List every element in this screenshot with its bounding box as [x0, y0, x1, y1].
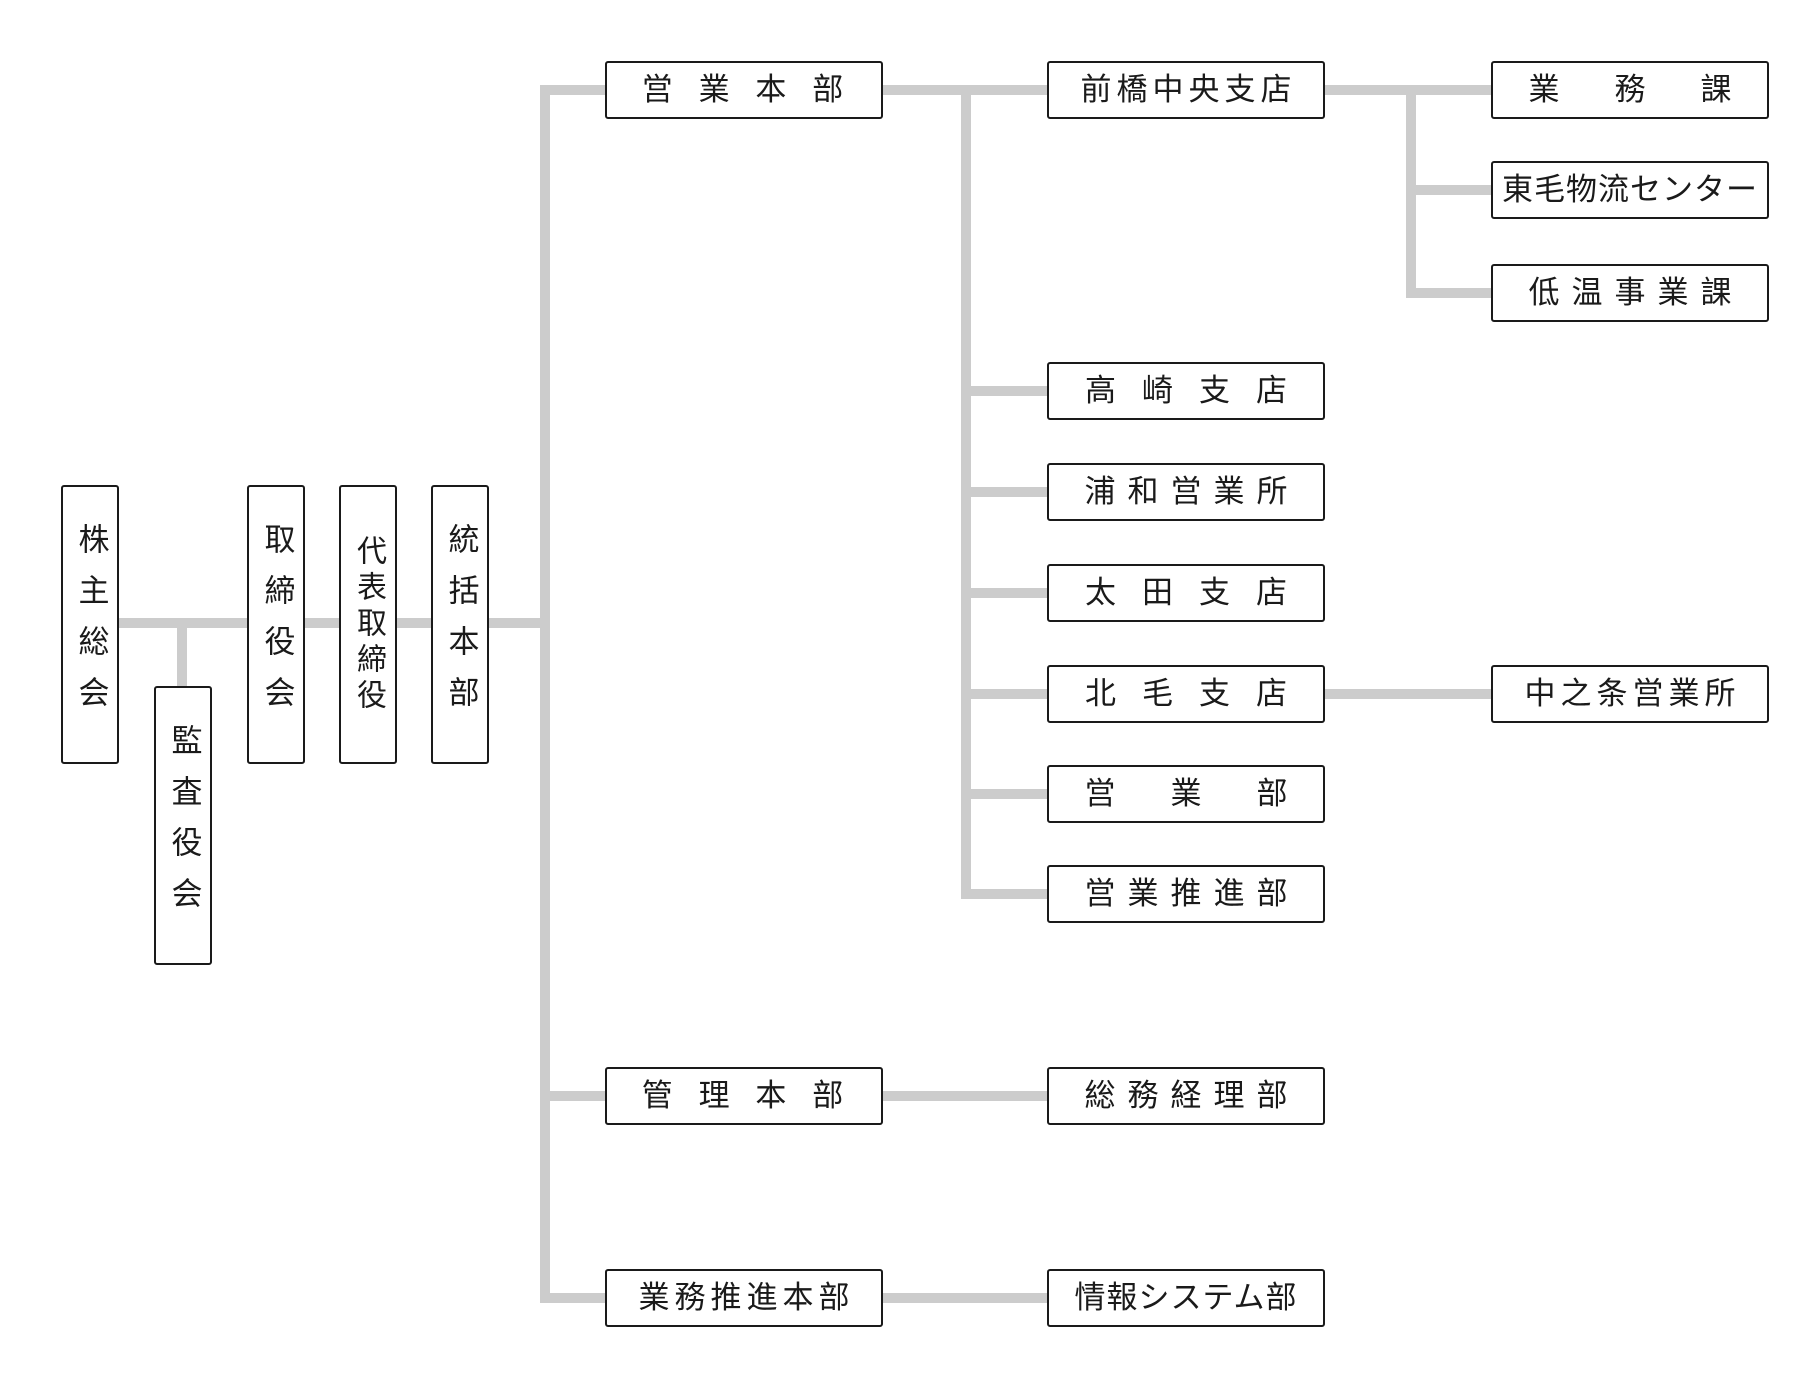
box-business-promo-hq: 業務推進本部 [605, 1269, 883, 1327]
box-shareholders: 株主総会 [61, 485, 119, 764]
label-president: 代表取締役 [351, 534, 386, 715]
label-board: 取締役会 [258, 522, 295, 727]
label-general-hq: 統括本部 [442, 522, 479, 727]
box-sales-dept: 営 業 部 [1047, 765, 1325, 823]
label-urawa-office: 浦和営業所 [1084, 473, 1300, 510]
label-maebashi-branch: 前橋中央支店 [1080, 71, 1297, 108]
box-it-systems-dept: 情報システム部 [1047, 1269, 1325, 1327]
label-shareholders: 株主総会 [72, 522, 109, 727]
box-ota-branch: 太田支店 [1047, 564, 1325, 622]
label-ota-branch: 太田支店 [1085, 574, 1313, 611]
box-takasaki-branch: 高崎支店 [1047, 362, 1325, 420]
box-gyomu-section: 業 務 課 [1491, 61, 1769, 119]
box-tomo-logistics-center: 東毛物流センター [1491, 161, 1769, 219]
label-sales-dept: 営 業 部 [1084, 775, 1300, 812]
label-tomo-logistics-center: 東毛物流センター [1502, 171, 1758, 208]
label-sales-hq: 営 業 本 部 [641, 71, 852, 108]
label-admin-hq: 管 理 本 部 [641, 1077, 852, 1114]
label-it-systems-dept: 情報システム部 [1074, 1279, 1298, 1316]
box-sales-promo-dept: 営業推進部 [1047, 865, 1325, 923]
label-auditors: 監査役会 [165, 723, 202, 928]
label-cold-business-section: 低温事業課 [1528, 274, 1744, 311]
box-auditors: 監査役会 [154, 686, 212, 965]
label-business-promo-hq: 業務推進本部 [638, 1279, 855, 1316]
label-sales-promo-dept: 営業推進部 [1084, 875, 1300, 912]
box-general-hq: 統括本部 [431, 485, 489, 764]
box-nakanojo-office: 中之条営業所 [1491, 665, 1769, 723]
box-hokumo-branch: 北毛支店 [1047, 665, 1325, 723]
box-admin-hq: 管 理 本 部 [605, 1067, 883, 1125]
label-gyomu-section: 業 務 課 [1528, 71, 1744, 108]
label-takasaki-branch: 高崎支店 [1085, 372, 1313, 409]
box-president: 代表取締役 [339, 485, 397, 764]
box-board: 取締役会 [247, 485, 305, 764]
label-hokumo-branch: 北毛支店 [1085, 675, 1313, 712]
box-sales-hq: 営 業 本 部 [605, 61, 883, 119]
box-urawa-office: 浦和営業所 [1047, 463, 1325, 521]
box-cold-business-section: 低温事業課 [1491, 264, 1769, 322]
box-general-accounting-dept: 総務経理部 [1047, 1067, 1325, 1125]
label-nakanojo-office: 中之条営業所 [1524, 675, 1741, 712]
box-maebashi-branch: 前橋中央支店 [1047, 61, 1325, 119]
label-general-accounting-dept: 総務経理部 [1084, 1077, 1300, 1114]
